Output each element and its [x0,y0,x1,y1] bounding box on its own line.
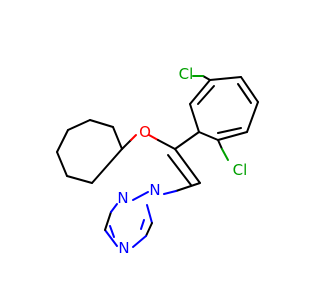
bond [91,148,123,184]
bond-vinyl-n-blue [163,190,177,195]
bond-cl-top [202,75,211,81]
triazole-n2-label: N [117,189,128,207]
oxygen-atom-label: O [139,123,151,141]
phenyl-ring [189,76,259,141]
bond [132,191,149,201]
bond-alkene-inner [167,154,192,186]
bond [110,203,118,213]
triazole-n1-label: N [149,181,160,199]
bond-o-vinyl [157,139,176,150]
bond [56,151,68,177]
bond [209,76,242,81]
bond [104,229,118,247]
triazole-n4-label: N [118,239,129,257]
chlorine-right-label: Cl [233,161,248,179]
bond-vinyl-n [175,182,201,192]
bond [246,101,259,133]
bond-alkene [174,148,201,184]
bond-aromatic-inner [197,85,215,105]
bond-ring-o-red [130,134,137,141]
bond [145,222,153,237]
bond [56,129,69,153]
bond [104,211,112,231]
chlorine-top-label: Cl [179,65,194,83]
bond [189,79,211,105]
bond-o-vinyl-red [148,134,159,141]
bond [89,119,114,128]
bond [189,103,200,133]
bond-cl-right-green [221,148,229,161]
molecule-structure: O Cl Cl N N N [56,65,259,257]
triazole-ring [104,191,153,248]
bond [198,131,219,141]
bond-aromatic-inner [109,225,115,238]
bond-vinyl-aryl [174,131,200,150]
bond [67,119,91,131]
bond [66,175,93,184]
bond [112,126,123,150]
bond-aromatic-inner [140,219,145,230]
bond-aromatic-inner [217,127,242,134]
bond [217,131,248,141]
molecule-canvas: O Cl Cl N N N [56,65,259,257]
bond [132,235,147,248]
bond [240,76,259,103]
bond [146,204,153,224]
bond-aromatic-inner [237,83,252,104]
cycloheptane-ring [56,119,123,184]
bond-cl-right [217,139,223,150]
bond-ring-o [121,139,132,150]
